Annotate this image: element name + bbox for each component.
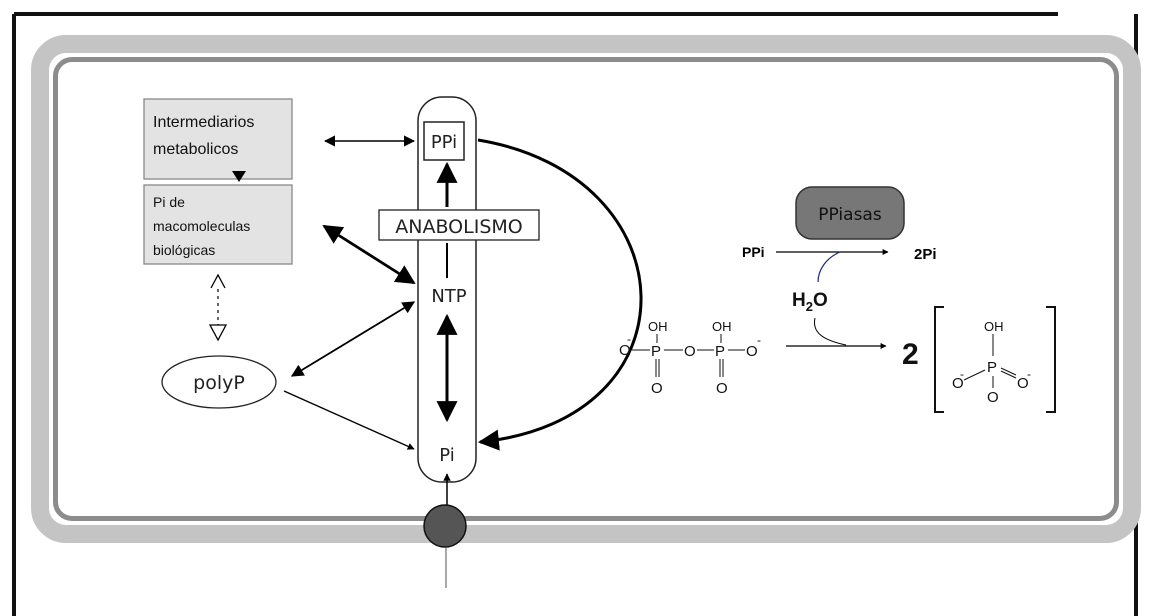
svg-text:OH: OH xyxy=(648,319,668,334)
svg-text:O: O xyxy=(1017,375,1029,392)
svg-text:-: - xyxy=(960,367,964,381)
reaction-substrate: PPi xyxy=(742,244,765,260)
water-label: H2O xyxy=(792,290,828,314)
anabolism-label: ANABOLISMO xyxy=(395,216,522,238)
arrow-polyp-ntp xyxy=(290,301,416,377)
macromolecules-line-2: macomoleculas xyxy=(153,218,250,234)
ppi-label: PPi xyxy=(431,132,457,153)
macromolecules-line-3: biológicas xyxy=(153,242,215,258)
svg-text:-: - xyxy=(1027,367,1031,381)
right-bracket xyxy=(1046,306,1056,413)
svg-text:-: - xyxy=(757,333,761,347)
svg-text:O: O xyxy=(987,389,999,406)
ppiasas-label: PPiasas xyxy=(818,205,882,225)
arrow-polyp-pi xyxy=(283,390,415,450)
ppiasas-box xyxy=(795,186,905,240)
macromolecules-box xyxy=(143,184,293,265)
water-arrow-lower xyxy=(813,317,847,346)
svg-text:O: O xyxy=(716,380,728,397)
pyrophosphate-structure: O - P OH O O P OH O O - xyxy=(619,319,761,397)
pi-label: Pi xyxy=(439,445,454,466)
phosphate-coefficient: 2 xyxy=(902,338,919,371)
svg-text:O: O xyxy=(952,375,964,392)
intermediates-line-2: metabolicos xyxy=(153,141,238,158)
svg-text:O: O xyxy=(651,380,663,397)
water-arrow xyxy=(817,251,841,283)
svg-text:O: O xyxy=(746,343,758,360)
down-triangle-marker xyxy=(232,171,246,182)
svg-text:O: O xyxy=(619,342,631,359)
left-bracket xyxy=(934,306,944,413)
arrow-ppi-to-pi-curve xyxy=(477,138,643,451)
intermediates-line-1: Intermediarios xyxy=(153,114,254,131)
svg-text:OH: OH xyxy=(712,319,732,334)
ppi-box xyxy=(423,121,465,161)
arrow-macromolecules-ntp xyxy=(322,224,416,285)
reaction-product: 2Pi xyxy=(914,246,937,263)
phosphate-structure: OH P O - O - O xyxy=(952,319,1031,406)
svg-text:OH: OH xyxy=(984,319,1004,334)
dashed-hollow-arrow xyxy=(208,273,228,342)
cell-membrane xyxy=(31,35,1141,543)
svg-text:P: P xyxy=(651,343,661,360)
macromolecules-line-1: Pi de xyxy=(153,194,185,210)
ntp-label: NTP xyxy=(431,286,466,307)
svg-text:P: P xyxy=(987,359,997,376)
svg-text:O: O xyxy=(684,343,696,360)
svg-text:-: - xyxy=(627,332,631,346)
svg-text:P: P xyxy=(715,343,725,360)
polyp-label: polyP xyxy=(193,372,245,394)
transporter-circle xyxy=(423,504,467,548)
intermediates-box xyxy=(143,98,293,180)
polyp-ellipse xyxy=(161,355,277,409)
